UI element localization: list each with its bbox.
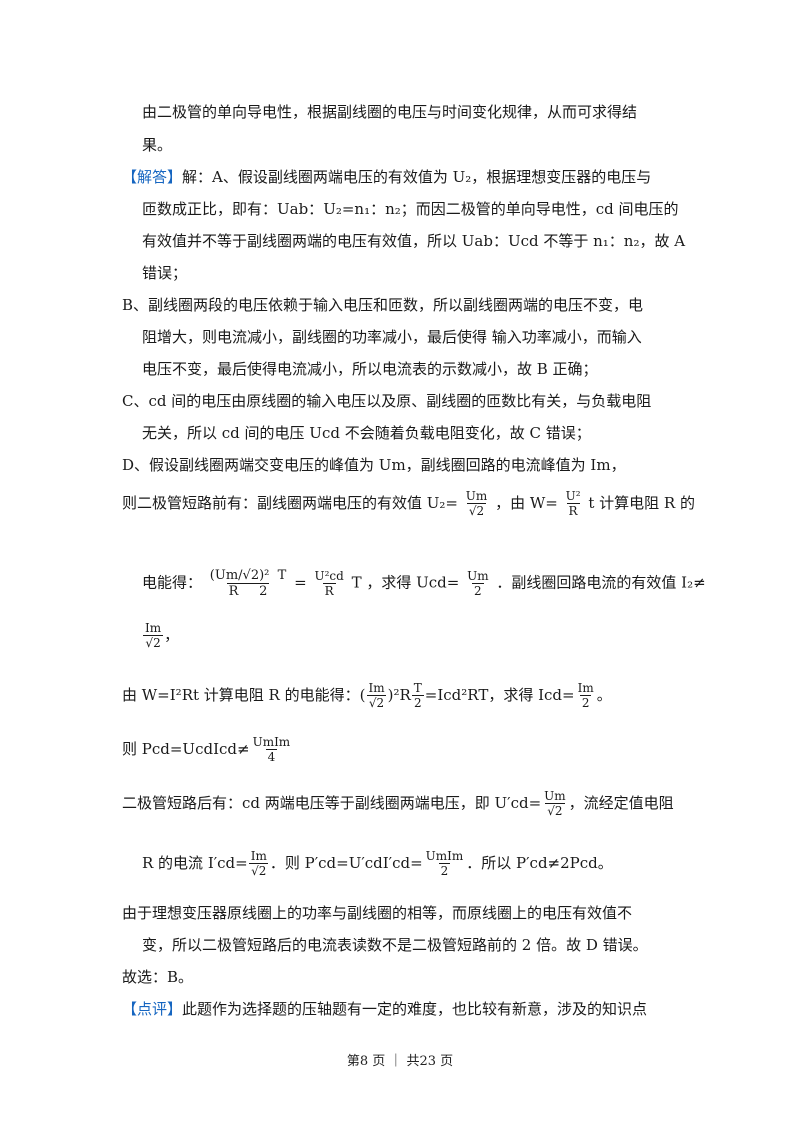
text-line: 阻增大，则电流减小，副线圈的功率减小，最后使得 输入功率减小，而输入	[142, 328, 642, 346]
answer-tag: 【解答】	[122, 168, 183, 186]
text-segment: ，	[164, 626, 180, 644]
numerator: Im	[145, 621, 162, 635]
text-segment: 则 Pcd=UcdIcd≠	[122, 740, 250, 758]
text-segment: ，由 W=	[495, 494, 558, 512]
numerator: T	[413, 681, 422, 695]
text-segment: 电能得：	[142, 573, 203, 592]
comment-tag: 【点评】	[122, 1000, 183, 1018]
page-footer: 第8 页 ｜ 共23 页	[346, 1054, 454, 1069]
text-line: 变，所以二极管短路后的电流表读数不是二极管短路前的 2 倍。故 D 错误。	[142, 936, 648, 954]
two: 2	[259, 584, 268, 599]
text-line: 匝数成正比，即有：Uab：U₂=n₁：n₂；而因二极管的单向导电性，cd 间电压…	[142, 200, 679, 218]
text-segment: t 计算电阻 R 的	[588, 494, 695, 512]
numerator: Im	[577, 681, 594, 695]
numerator: U²cd	[314, 568, 344, 583]
denominator: 2	[411, 695, 424, 710]
denominator: √2	[366, 695, 387, 710]
denominator: √2	[466, 503, 487, 518]
text-line: 无关，所以 cd 间的电压 Ucd 不会随着负载电阻变化，故 C 错误；	[142, 424, 591, 442]
text-line: C、cd 间的电压由原线圈的输入电压以及原、副线圈的匝数比有关，与负载电阻	[122, 392, 652, 410]
numerator: (Um/√2)² T	[208, 568, 289, 583]
denominator: 2	[472, 582, 484, 598]
text-segment: ．则 P′cd=U′cdI′cd=	[269, 854, 423, 872]
denominator: R	[322, 582, 336, 598]
fraction-im-sqrt2: Im√2	[366, 681, 387, 710]
text-segment: =Icd²RT，求得 Icd=	[424, 686, 575, 704]
text-segment: ，求得 Ucd=	[366, 573, 460, 592]
denominator: R 2	[226, 583, 270, 599]
um-sqrt2-squared: (Um/√2)²	[209, 568, 270, 583]
denominator: √2	[143, 635, 163, 650]
numerator: U²	[565, 489, 581, 503]
denominator: 4	[265, 749, 278, 764]
text-line: D、假设副线圈两端交变电压的峰值为 Um，副线圈回路的电流峰值为 Im，	[122, 456, 626, 474]
numerator: Im	[368, 681, 385, 695]
text-line: 错误；	[142, 264, 188, 282]
denominator: √2	[545, 803, 565, 818]
text-line: 果。	[142, 136, 173, 154]
fraction-im-sqrt2: Im√2	[249, 850, 269, 878]
fraction-energy: (Um/√2)² T R 2	[208, 568, 289, 599]
text-line: 有效值并不等于副线圈两端的电压有效值，所以 Uab：Ucd 不等于 n₁：n₂，…	[142, 232, 686, 250]
denominator: √2	[249, 863, 269, 878]
text-line: B、副线圈两段的电压依赖于输入电压和匝数，所以副线圈两端的电压不变，电	[122, 296, 644, 314]
numerator: UmIm	[425, 849, 464, 863]
numerator: Um	[467, 568, 489, 583]
text-segment: ，流经定值电阻	[568, 794, 674, 812]
fraction-um-sqrt2: Um√2	[464, 489, 490, 519]
text-segment: R 的电流 I′cd=	[142, 854, 248, 872]
equals: =	[294, 573, 307, 592]
text-segment: 二极管短路后有：cd 两端电压等于副线圈两端电压，即 U′cd=	[122, 794, 542, 812]
text-line: 电压不变，最后使得电流减小，所以电流表的示数减小，故 B 正确；	[142, 360, 598, 378]
t-symbol: T	[351, 573, 362, 592]
text-line: 解：A、假设副线圈两端电压的有效值为 U₂，根据理想变压器的电压与	[182, 168, 652, 186]
numerator: Im	[250, 849, 267, 863]
fraction-im-sqrt2: Im√2	[143, 622, 163, 650]
text-segment: ．所以 P′cd≠2Pcd。	[466, 854, 613, 872]
denominator: 2	[579, 695, 592, 710]
denominator: 2	[438, 863, 451, 878]
text-line: 故选：B。	[122, 968, 194, 986]
comment-paragraph: 【点评】此题作为选择题的压轴题有一定的难度，也比较有新意，涉及的知识点	[122, 998, 647, 1020]
text-line: 由二极管的单向导电性，根据副线圈的电压与时间变化规律，从而可求得结	[142, 103, 638, 121]
t-symbol: T	[277, 568, 287, 583]
text-segment: 则二极管短路前有：副线圈两端电压的有效值 U₂=	[122, 494, 458, 512]
text-line: 由于理想变压器原线圈上的功率与副线圈的相等，而原线圈上的电压有效值不	[122, 904, 633, 922]
fraction-um-sqrt2: Um√2	[542, 789, 568, 819]
numerator: UmIm	[252, 735, 291, 749]
denominator: R	[566, 503, 580, 518]
r-symbol: R	[228, 584, 239, 599]
text-line: 此题作为选择题的压轴题有一定的难度，也比较有新意，涉及的知识点	[182, 1000, 648, 1018]
text-segment: ．副线圈回路电流的有效值 I₂≠	[496, 573, 706, 592]
text-segment: 。	[596, 686, 612, 704]
answer-paragraph: 【解答】解：A、假设副线圈两端电压的有效值为 U₂，根据理想变压器的电压与	[122, 166, 651, 188]
text-segment: )²R	[387, 686, 411, 704]
numerator: Um	[544, 789, 566, 803]
text-segment: 由 W=I²Rt 计算电阻 R 的电能得：(	[122, 686, 366, 704]
formula-line: 二极管短路后有：cd 两端电压等于副线圈两端电压，即 U′cd=Um√2，流经定…	[122, 789, 674, 819]
formula-line: Im√2，	[142, 622, 179, 650]
numerator: Um	[465, 489, 488, 503]
